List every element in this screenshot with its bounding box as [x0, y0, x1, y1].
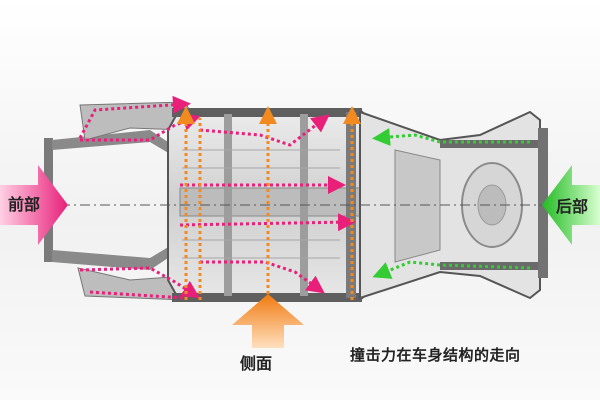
- cross-member-3: [346, 112, 356, 298]
- rear-force-path-upper: [372, 128, 530, 147]
- diagram-caption: 撞击力在车身结构的走向: [350, 346, 521, 364]
- side-label: 侧面: [240, 354, 273, 373]
- front-label: 前部: [8, 195, 41, 214]
- side-force-paths: [177, 106, 361, 300]
- rear-seat-pan: [394, 149, 441, 263]
- rear-left-rail: [440, 140, 540, 148]
- side-impact-arrow: [232, 294, 304, 348]
- rear-force-paths: [372, 128, 531, 279]
- front-force-path-lower-member: [89, 290, 186, 300]
- front-force-path-rail-lower: [79, 266, 201, 299]
- rear-bumper-beam: [538, 128, 548, 278]
- rear-impact-arrow: [542, 165, 600, 245]
- front-right-rail: [52, 240, 180, 270]
- front-force-path-upper-left: [78, 95, 191, 139]
- front-force-path-floor-diagonal: [199, 114, 330, 147]
- front-force-paths: [78, 95, 356, 300]
- front-left-rail: [52, 130, 180, 160]
- rear-right-rail: [440, 262, 540, 270]
- front-force-path-floor-diagonal-lower: [200, 260, 325, 294]
- rear-label: 后部: [556, 197, 589, 216]
- front-impact-arrow: [0, 165, 68, 245]
- front-force-path-floor-lower: [179, 213, 356, 232]
- floor-ribs: [182, 149, 340, 259]
